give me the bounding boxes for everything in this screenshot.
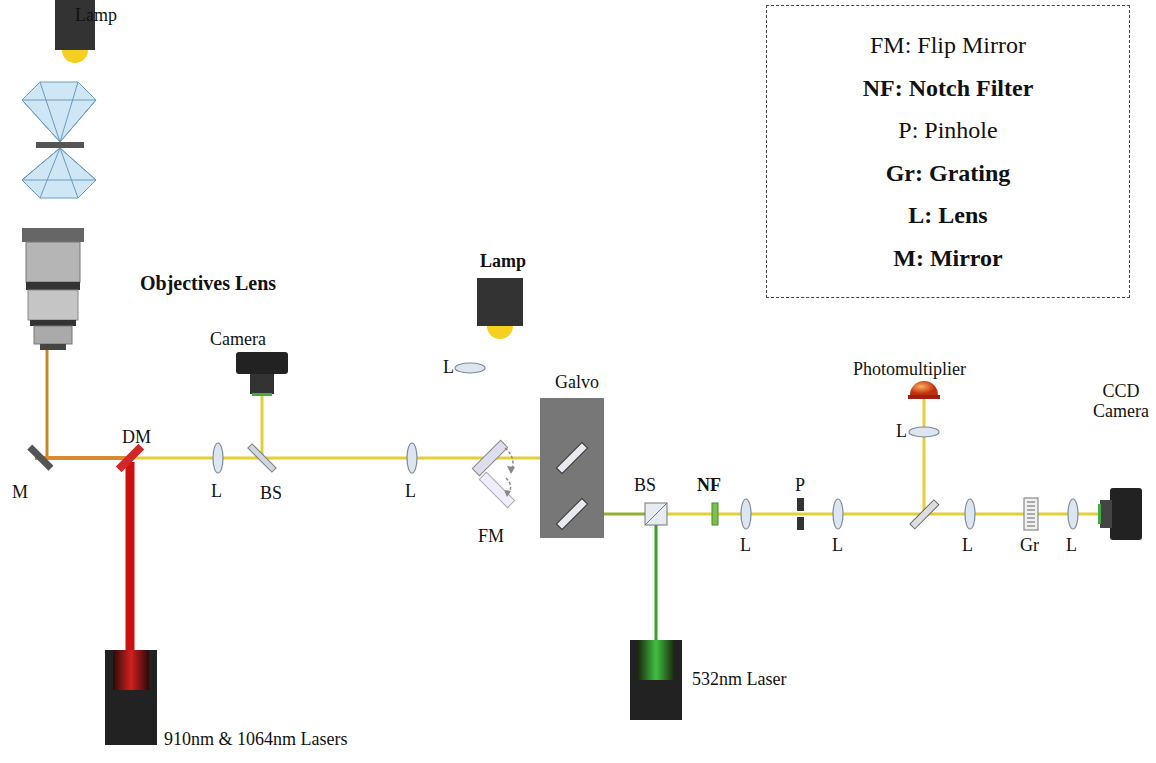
legend-box: FM: Flip MirrorNF: Notch Filter P: Pinhol… [766,5,1130,298]
legend-entry: NF: Notch Filter [863,75,1034,101]
part-label: L [962,536,973,556]
part-label: Camera [210,330,266,350]
legend-entry: Gr: Grating [886,160,1011,186]
part-label: P [795,476,805,496]
part-label: L [1066,536,1077,556]
part-label: Galvo [555,373,599,393]
legend-entry: FM: Flip Mirror [870,32,1026,58]
part-label: Gr [1020,536,1039,556]
part-label: CCD Camera [1088,382,1154,422]
part-label: BS [260,484,282,504]
part-label: 910nm & 1064nm Lasers [164,730,347,750]
part-label: DM [122,428,151,448]
part-label: L [832,536,843,556]
part-label: 532nm Laser [692,670,786,690]
part-label: L [211,482,222,502]
part-label: L [896,422,907,442]
part-label: BS [634,476,656,496]
part-label: Lamp [75,6,117,26]
part-label: M [12,483,28,503]
part-label: FM [478,527,504,547]
part-label: Photomultiplier [853,360,966,380]
legend-entry: P: Pinhole [898,117,997,143]
part-label: L [405,482,416,502]
legend-entry: M: Mirror [893,245,1003,271]
part-label: L [740,536,751,556]
part-label: Lamp [480,252,526,272]
part-label: NF [697,476,721,496]
part-label: L [443,358,454,378]
legend-entry: L: Lens [908,202,987,228]
part-label: Objectives Lens [140,272,276,294]
